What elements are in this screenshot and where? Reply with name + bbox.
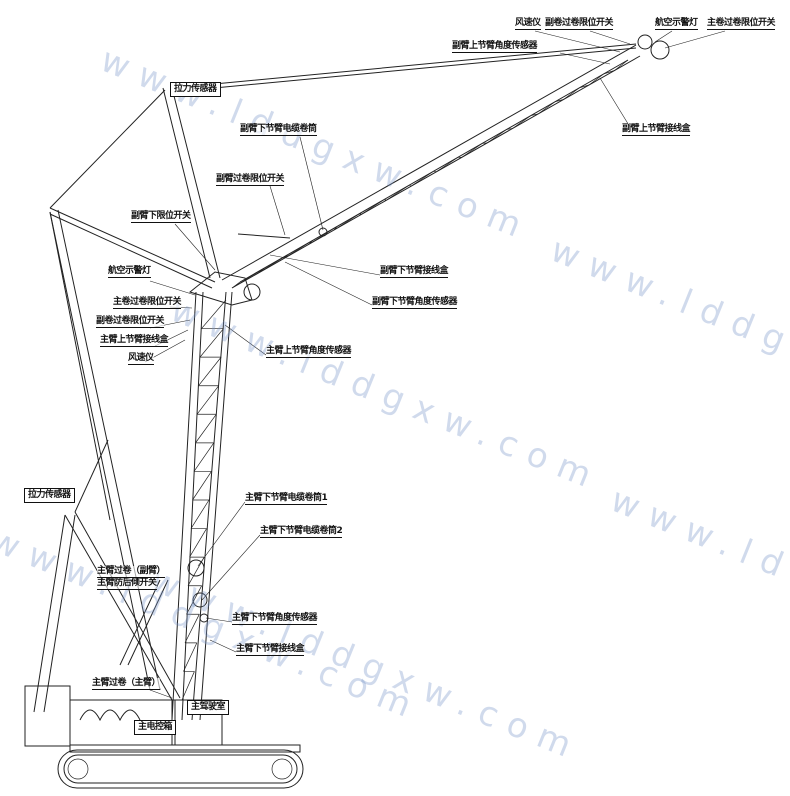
label-main-backtilt-switch: 主臂防后倾开关: [97, 578, 157, 590]
label-jib-overhoist-switch: 副臂过卷限位开关: [216, 174, 285, 186]
label-jib-lower-cable-reel: 副臂下节臂电缆卷筒: [240, 124, 317, 136]
label-tension-sensor-top: 拉力传感器: [170, 82, 221, 97]
label-main-overhoist-top: 主卷过卷限位开关: [707, 18, 776, 30]
label-jib-overhoist-top: 副卷过卷限位开关: [545, 18, 614, 30]
label-main-upper-angle-sensor: 主臂上节臂角度传感器: [266, 346, 352, 358]
leader-lines: [144, 30, 726, 699]
jib: [221, 34, 670, 289]
jib-strut-and-stays: [49, 43, 637, 691]
boom-head: [188, 271, 261, 306]
label-main-overhoist-jib: 主臂过卷（副臂）: [97, 566, 166, 578]
back-mast: [33, 439, 181, 713]
label-aviation-light-top: 航空示警灯: [655, 18, 698, 30]
label-jib-lower-angle-sensor: 副臂下节臂角度传感器: [372, 297, 458, 309]
label-cab: 主驾驶室: [187, 700, 230, 715]
label-jib-upper-junction-box: 副臂上节臂接线盒: [622, 124, 691, 136]
label-aviation-light-mid: 航空示警灯: [108, 266, 151, 278]
label-wind-gauge-mid: 风速仪: [128, 353, 154, 365]
label-jib-wind-gauge: 风速仪: [515, 18, 541, 30]
superstructure: [24, 685, 301, 753]
label-main-lower-cable-reel-1: 主臂下节臂电缆卷筒1: [245, 493, 328, 505]
label-main-overhoist-mid: 主卷过卷限位开关: [113, 297, 182, 309]
label-main-upper-junction-box: 主臂上节臂接线盒: [100, 335, 169, 347]
label-main-control-box: 主电控箱: [134, 720, 177, 735]
label-main-lower-cable-reel-2: 主臂下节臂电缆卷筒2: [260, 526, 343, 538]
crawler-track: [57, 749, 304, 789]
label-jib-lower-junction-box: 副臂下节臂接线盒: [380, 266, 449, 278]
main-boom: [171, 291, 233, 721]
label-tension-sensor-left: 拉力传感器: [24, 488, 75, 503]
label-main-lower-junction-box: 主臂下节臂接线盒: [236, 644, 305, 656]
label-aux-overhoist-mid: 副卷过卷限位开关: [96, 316, 165, 328]
label-jib-lower-limit-switch: 副臂下限位开关: [131, 211, 191, 223]
label-main-lower-angle-sensor: 主臂下节臂角度传感器: [232, 613, 318, 625]
label-jib-upper-angle-sensor: 副臂上节臂角度传感器: [452, 41, 538, 53]
label-main-overhoist-main: 主臂过卷（主臂）: [92, 678, 161, 690]
